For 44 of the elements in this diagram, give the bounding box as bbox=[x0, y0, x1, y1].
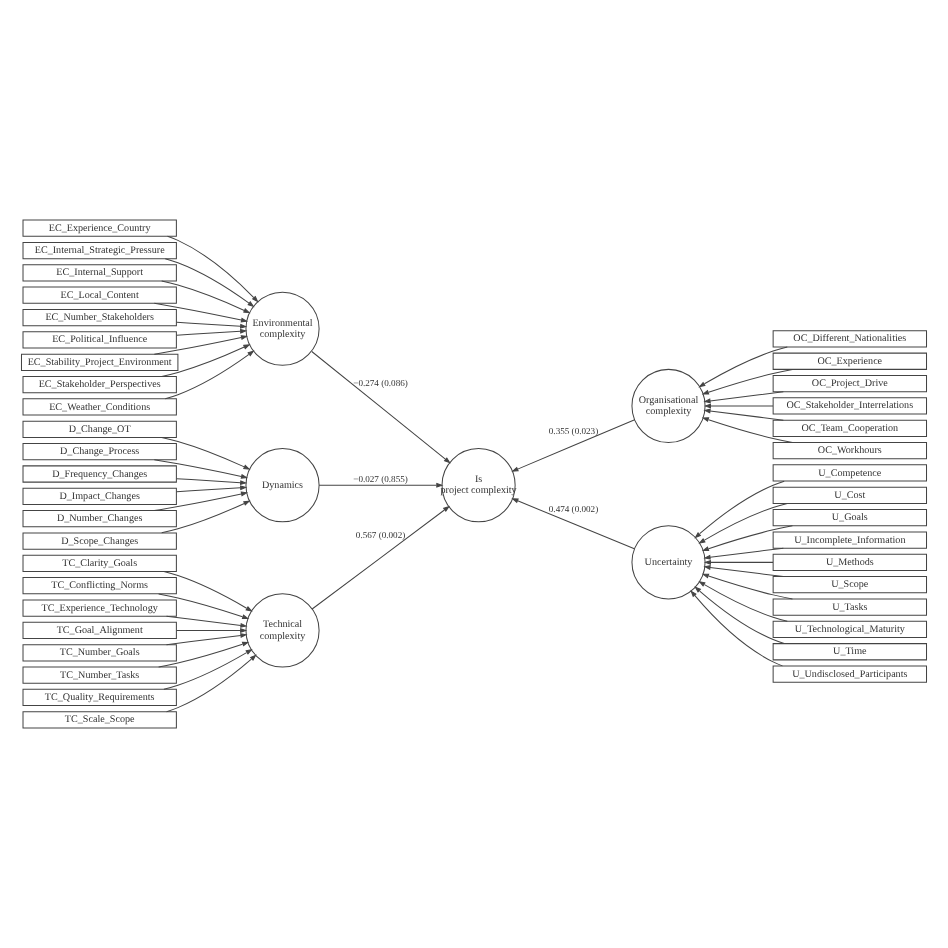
arrow bbox=[703, 547, 784, 560]
arrow bbox=[701, 417, 793, 443]
arrow bbox=[153, 302, 249, 323]
arrow bbox=[698, 346, 788, 388]
arrow bbox=[167, 235, 259, 303]
arrow bbox=[694, 586, 785, 645]
arrow bbox=[153, 335, 249, 355]
arrow bbox=[318, 482, 444, 488]
arrow bbox=[701, 525, 793, 552]
arrow bbox=[161, 280, 251, 314]
arrow bbox=[153, 491, 249, 512]
arrow bbox=[698, 503, 788, 544]
arrow bbox=[703, 565, 784, 578]
arrow bbox=[163, 571, 253, 612]
arrow bbox=[176, 485, 248, 493]
arrow bbox=[166, 654, 257, 713]
arrow bbox=[511, 498, 635, 550]
arrow bbox=[163, 649, 253, 690]
arrow bbox=[176, 478, 248, 486]
arrow bbox=[701, 368, 793, 395]
arrow bbox=[153, 459, 249, 479]
arrow bbox=[161, 500, 251, 534]
arrow bbox=[698, 580, 788, 622]
arrow bbox=[176, 328, 248, 336]
arrow bbox=[161, 344, 251, 377]
arrow bbox=[703, 391, 784, 404]
arrow bbox=[703, 408, 784, 421]
arrow bbox=[176, 627, 248, 633]
arrow bbox=[703, 559, 774, 565]
arrow bbox=[701, 573, 793, 600]
arrow bbox=[511, 419, 636, 472]
arrow bbox=[694, 480, 785, 539]
arrow bbox=[690, 590, 783, 667]
arrow bbox=[164, 258, 255, 308]
arrow bbox=[703, 403, 774, 409]
arrow bbox=[166, 633, 248, 646]
arrow bbox=[158, 641, 250, 668]
arrow bbox=[161, 437, 251, 470]
arrow bbox=[311, 505, 451, 610]
arrow bbox=[166, 615, 248, 628]
arrow bbox=[158, 593, 250, 620]
arrow bbox=[164, 350, 255, 400]
arrow bbox=[311, 351, 451, 464]
arrow bbox=[176, 321, 248, 329]
